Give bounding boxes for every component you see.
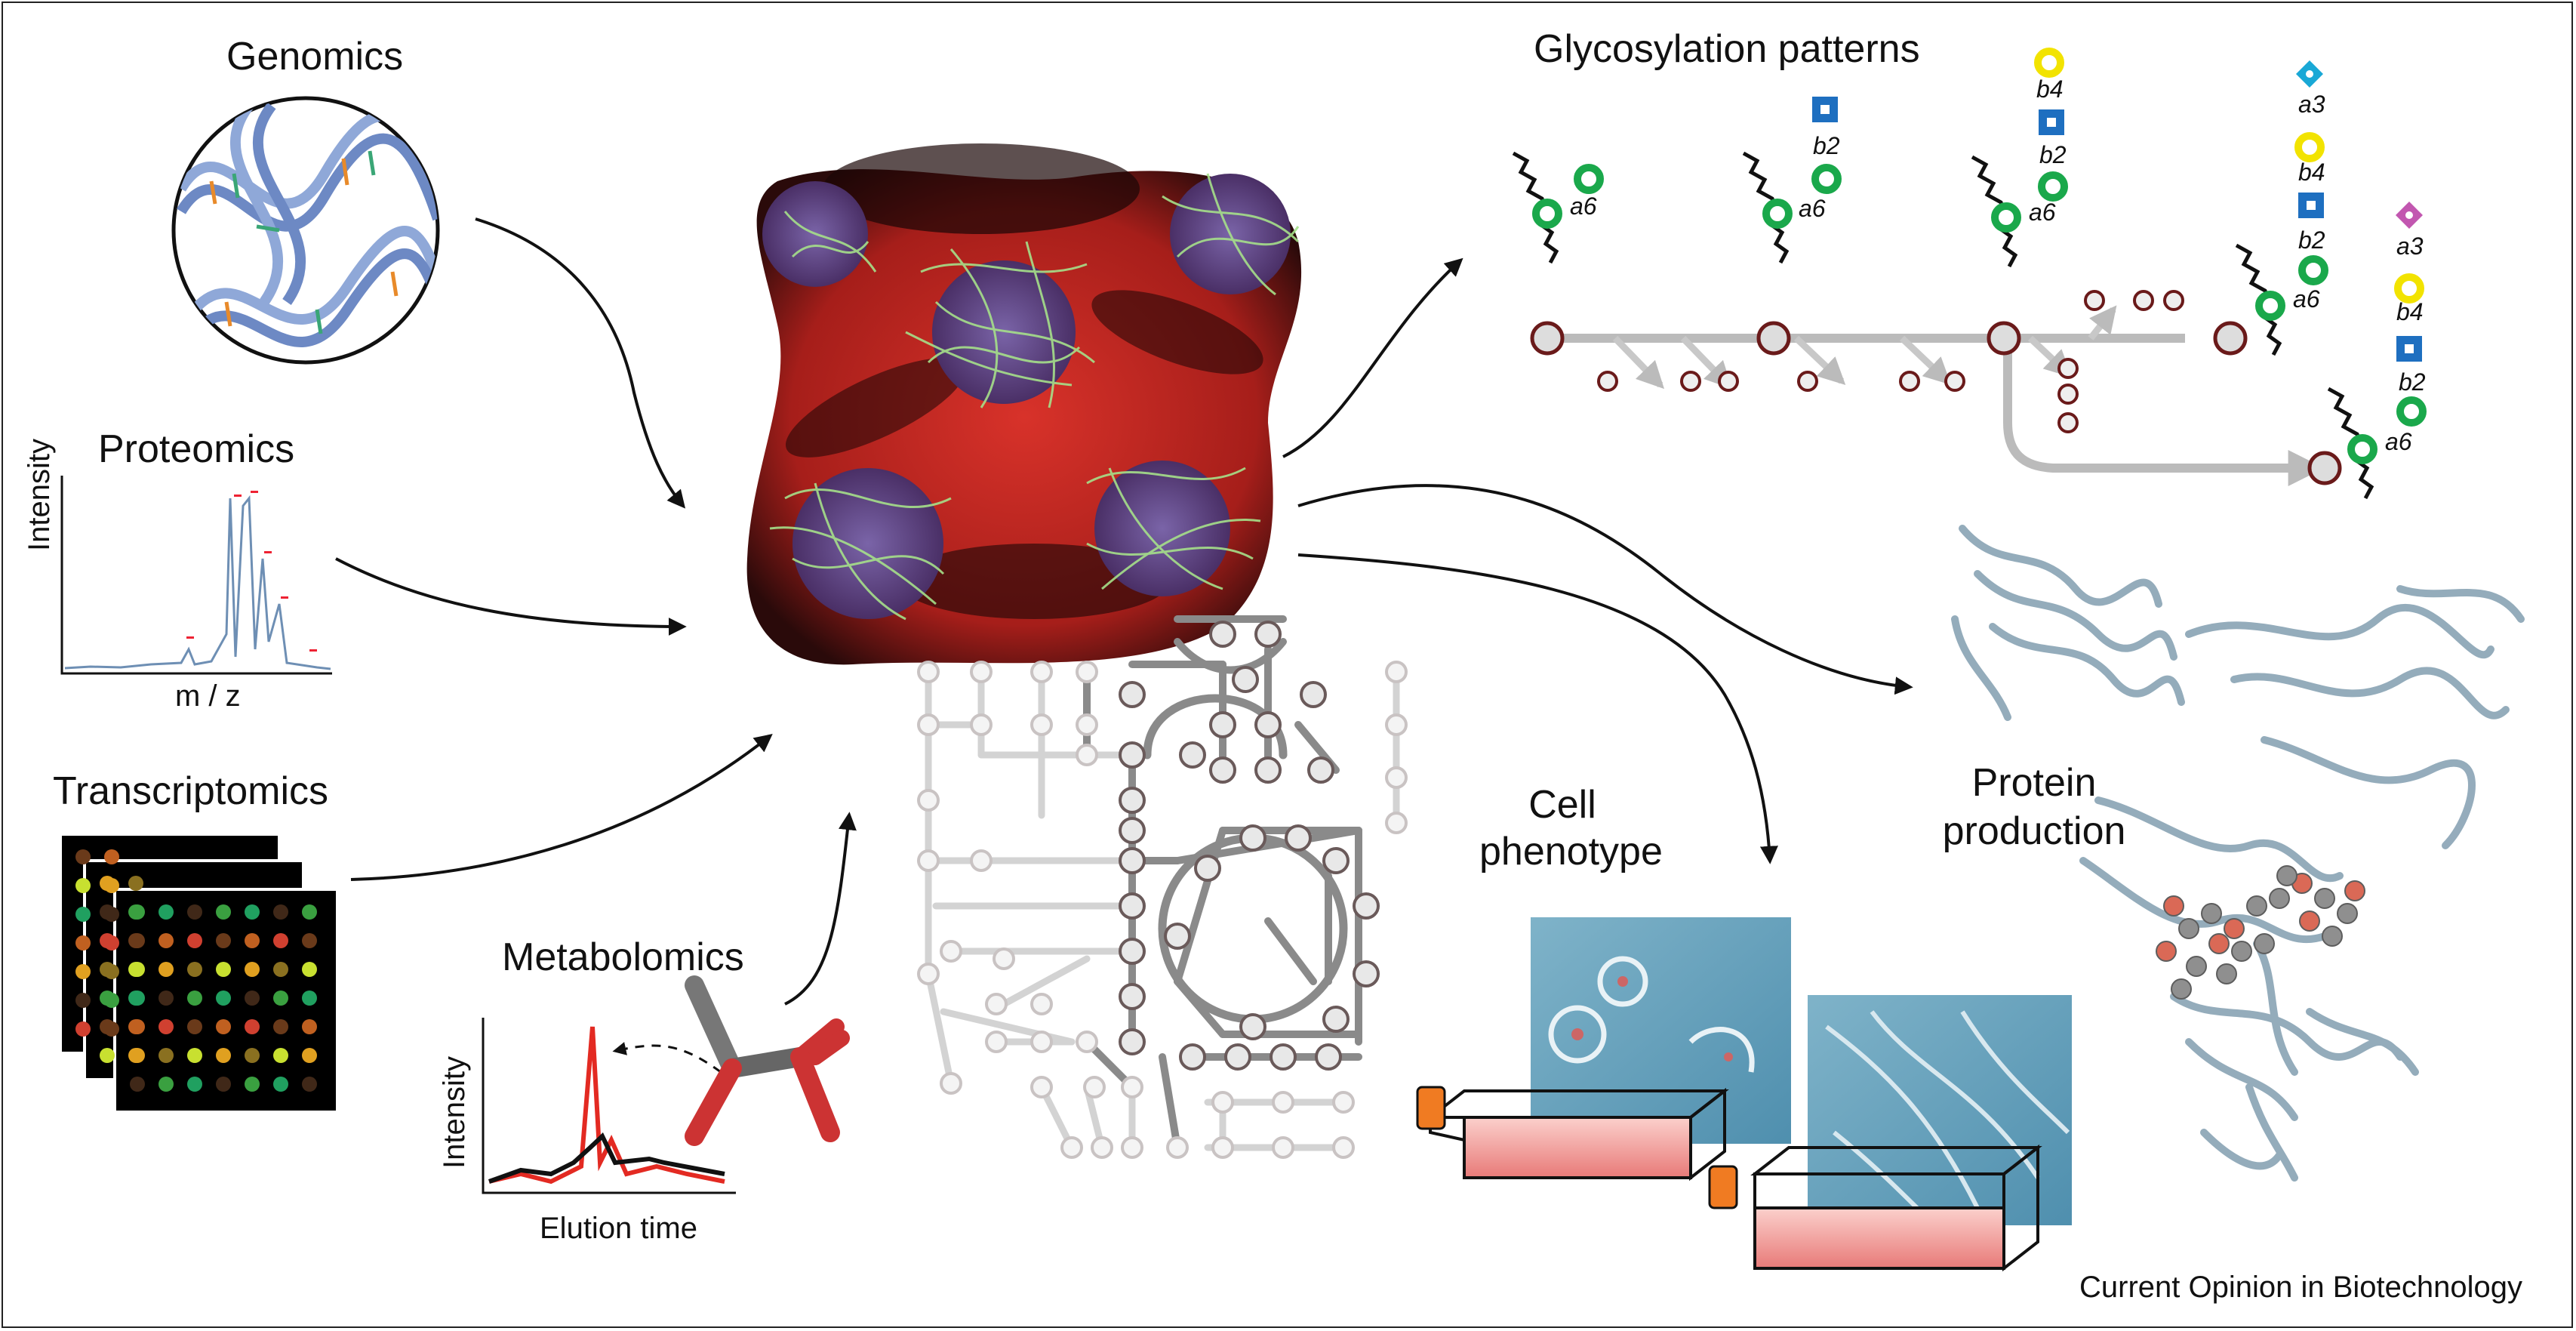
arrow-to-protein bbox=[1297, 484, 1913, 695]
arrow-to-glycosylation bbox=[1282, 257, 1463, 458]
label-metabolomics: Metabolomics bbox=[502, 935, 744, 979]
arrow-proteomics bbox=[335, 557, 687, 636]
arrow-transcriptomics bbox=[350, 734, 773, 881]
label-transcriptomics: Transcriptomics bbox=[53, 769, 329, 813]
label-genomics: Genomics bbox=[226, 35, 404, 79]
metabolomics-x-label: Elution time bbox=[540, 1212, 697, 1245]
journal-credit: Current Opinion in Biotechnology bbox=[2079, 1271, 2523, 1304]
metabolic-network bbox=[917, 615, 1408, 1159]
glycan-label-b2: b2 bbox=[2039, 141, 2067, 168]
label-protein-production: Protein production bbox=[1921, 759, 2147, 855]
glycan-label-a6: a6 bbox=[2029, 199, 2056, 226]
glycan-label-b4: b4 bbox=[2298, 159, 2325, 186]
protein-structure bbox=[1951, 525, 2525, 1182]
glycan-label-b2: b2 bbox=[1813, 132, 1840, 159]
label-cell-phenotype: Cell phenotype bbox=[1479, 781, 1663, 875]
proteomics-spectrum bbox=[60, 476, 332, 675]
arrow-metabolomics bbox=[784, 812, 857, 1006]
cell-phenotype-images bbox=[1416, 917, 2072, 1272]
arrow-to-phenotype bbox=[1297, 553, 1778, 864]
label-glycosylation: Glycosylation patterns bbox=[1534, 27, 1920, 71]
label-cell-phenotype-line1: Cell bbox=[1528, 783, 1596, 827]
arrow-genomics bbox=[475, 217, 686, 509]
proteomics-x-label: m / z bbox=[175, 679, 241, 713]
glycan-label-a3: a3 bbox=[2396, 233, 2424, 260]
glycan-label-a3: a3 bbox=[2298, 91, 2325, 118]
glycan-label-a6: a6 bbox=[1799, 195, 1826, 222]
transcriptomics-microarrays bbox=[59, 833, 339, 1114]
cell-model-blob bbox=[746, 143, 1302, 665]
label-protein-production-line1: Protein bbox=[1971, 761, 2097, 805]
genomics-dna-illustration bbox=[171, 96, 440, 365]
glycan-label-b2: b2 bbox=[2399, 368, 2426, 396]
glycan-label-a6: a6 bbox=[2385, 428, 2412, 455]
proteomics-y-label: Intensity bbox=[23, 439, 56, 551]
glycan-label-a6: a6 bbox=[2293, 285, 2320, 313]
metabolite-molecule bbox=[685, 975, 850, 1146]
glycosylation-pathway bbox=[1512, 48, 2427, 500]
label-cell-phenotype-line2: phenotype bbox=[1479, 830, 1663, 873]
metabolomics-chromatogram bbox=[482, 1018, 736, 1194]
glycan-label-b4: b4 bbox=[2036, 75, 2064, 103]
glycan-label-b4: b4 bbox=[2396, 298, 2424, 325]
label-protein-production-line2: production bbox=[1942, 809, 2126, 853]
label-proteomics: Proteomics bbox=[98, 427, 295, 471]
flow-arrows bbox=[335, 217, 1913, 1006]
glycan-label-b2: b2 bbox=[2298, 226, 2325, 254]
metabolomics-y-label: Intensity bbox=[438, 1056, 471, 1169]
glycan-label-a6: a6 bbox=[1570, 193, 1597, 220]
